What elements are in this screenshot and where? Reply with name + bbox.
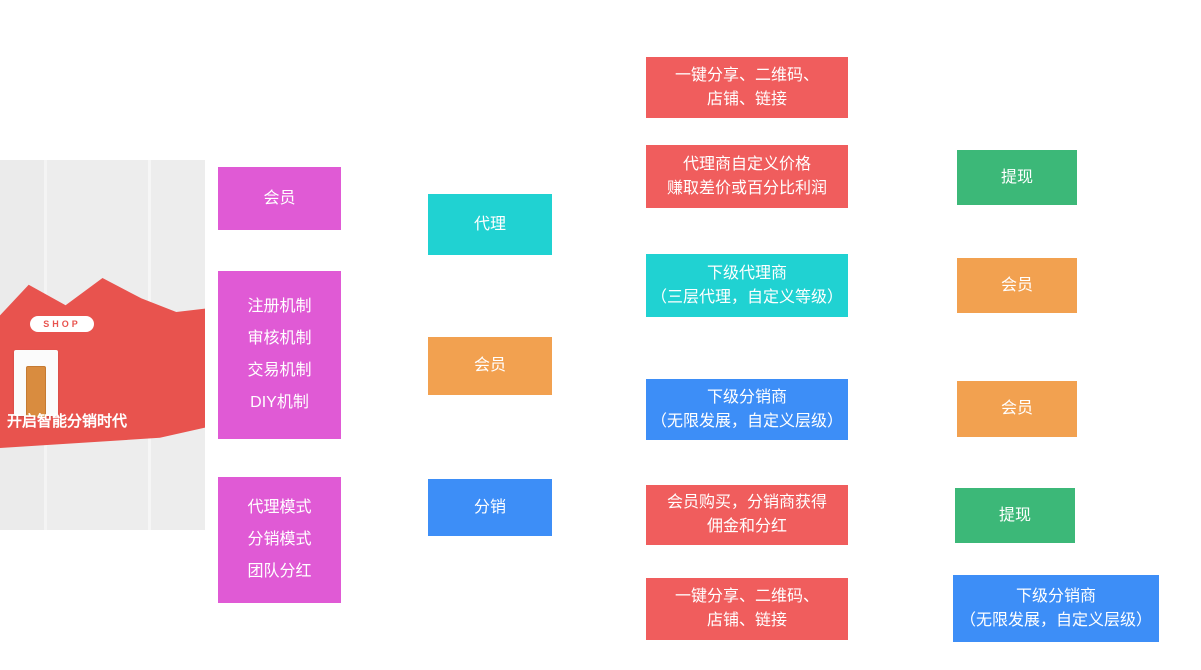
member-purchase-box: 会员购买，分销商获得 佣金和分红 [646,485,848,545]
mechanisms-box: 注册机制 审核机制 交易机制 DIY机制 [218,271,341,439]
withdraw-top-label: 提现 [1000,168,1033,186]
mechanism-transaction: 交易机制 [247,362,312,379]
member-mid-box: 会员 [957,381,1077,437]
shop-illustration: SHOP 开启智能分销时代 [0,160,205,530]
agent-role-label: 代理 [473,215,506,233]
agent-pricing-line1: 代理商自定义价格 [682,155,811,173]
share-bottom-line2: 店铺、链接 [706,612,787,629]
mode-team-dividend: 团队分红 [247,563,312,580]
agent-role-box: 代理 [428,194,552,255]
share-bottom-line1: 一键分享、二维码、 [674,588,819,605]
mode-distribution: 分销模式 [247,531,312,548]
outcome-sub-distributors-line1: 下级分销商 [1015,587,1096,605]
member-top-box: 会员 [957,258,1077,313]
sub-agents-line2: （三层代理，自定义等级） [650,288,843,306]
share-top-line2: 店铺、链接 [706,90,787,108]
shop-door [26,366,46,417]
shop-storefront [14,350,58,417]
member-mid-label: 会员 [1000,400,1033,417]
modes-box: 代理模式 分销模式 团队分红 [218,477,341,603]
mechanism-registration: 注册机制 [247,298,312,315]
shop-sign: SHOP [30,316,94,332]
share-top-line1: 一键分享、二维码、 [674,66,819,84]
mechanism-diy: DIY机制 [250,394,309,411]
share-bottom-box: 一键分享、二维码、 店铺、链接 [646,578,848,640]
illustration-headline: 开启智能分销时代 [7,413,128,430]
member-top-label: 会员 [1000,276,1033,294]
member-label: 会员 [263,189,296,207]
outcome-sub-distributors-line2: （无限发展，自定义层级） [959,611,1152,629]
sub-agents-line1: 下级代理商 [706,264,787,282]
member-box: 会员 [218,167,341,230]
member-purchase-line2: 佣金和分红 [706,518,787,535]
mode-agent: 代理模式 [247,499,312,516]
share-top-box: 一键分享、二维码、 店铺、链接 [646,57,848,118]
member-role-box: 会员 [428,337,552,395]
withdraw-bottom-box: 提现 [955,488,1075,543]
sub-agents-box: 下级代理商 （三层代理，自定义等级） [646,254,848,317]
member-role-label: 会员 [473,357,506,374]
sub-distributors-box: 下级分销商 （无限发展，自定义层级） [646,379,848,440]
agent-pricing-line2: 赚取差价或百分比利润 [666,179,827,197]
outcome-sub-distributors-box: 下级分销商 （无限发展，自定义层级） [953,575,1159,642]
distribution-role-box: 分销 [428,479,552,536]
sub-distributors-line1: 下级分销商 [706,388,787,406]
withdraw-top-box: 提现 [957,150,1077,205]
withdraw-bottom-label: 提现 [998,506,1031,524]
sub-distributors-line2: （无限发展，自定义层级） [650,412,843,430]
agent-pricing-box: 代理商自定义价格 赚取差价或百分比利润 [646,145,848,208]
mechanism-audit: 审核机制 [247,330,312,347]
member-purchase-line1: 会员购买，分销商获得 [666,494,827,511]
distribution-role-label: 分销 [473,498,506,516]
